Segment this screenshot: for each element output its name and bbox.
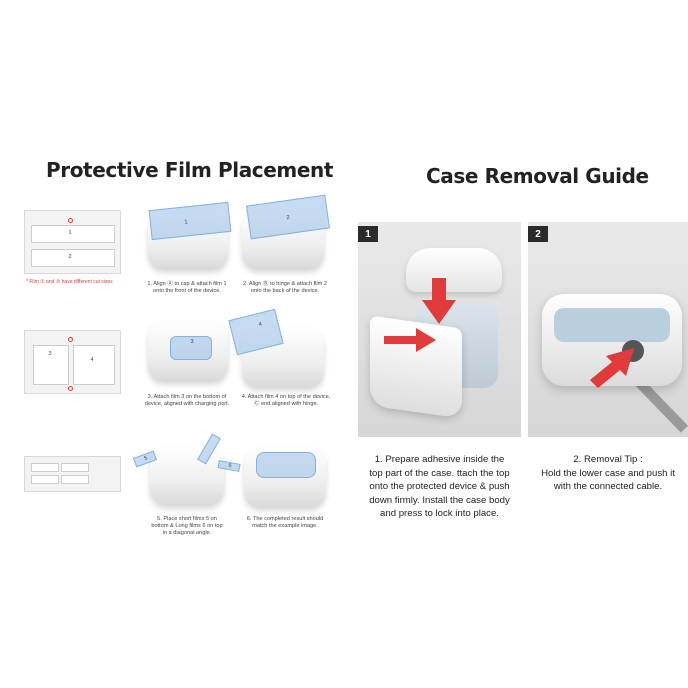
film-3: 3 [170,336,212,360]
removal-step-2-image: 2 [528,222,688,437]
description-line: top part of the case. ttach the top [369,467,510,479]
step-1-caption: 1. Align Ⓐ to cap & attach film 1 onto t… [141,281,233,295]
film-label: 1 [184,219,188,226]
film-applied [256,452,316,478]
film-slot-label: 2 [68,254,72,260]
film-label: 3 [190,339,194,345]
film-slot-2 [31,249,115,267]
caption-line: Ⓒ end aligned with hinge. [253,401,319,407]
film-band [554,308,670,342]
film-slot-label: 1 [68,230,72,236]
film-sheet-1: 1 2 [24,210,121,274]
arrow-right-icon [384,328,436,352]
removal-step-1-image: 1 [358,222,521,437]
description-line: Hold the lower case and push it [541,467,675,479]
film-sheet-3 [24,456,121,492]
caption-line: 3. Attach film 3 on the bottom of [147,394,227,400]
film-label: 6 [227,462,233,470]
step-6-caption: 6. The completed result should match the… [238,516,332,530]
arrow-down-icon [422,278,456,324]
marker-icon [68,337,73,342]
description-line: 1. Prepare adhesive inside the [374,454,505,465]
film-slot-5 [31,463,59,472]
arrow-up-right-icon [590,348,634,388]
marker-icon [68,386,73,391]
description-line: onto the protected device & push [369,481,510,492]
step-4-caption: 4. Attach film 4 on top of the device, Ⓒ… [234,394,338,408]
description-line: 2. Removal Tip : [573,454,643,465]
description-line: and press to lock into place. [380,508,499,519]
marker-icon [68,218,73,223]
film-placement-title: Protective Film Placement [46,158,334,182]
caption-line: 6. The completed result should [246,516,324,522]
caption-line: 2. Align Ⓑ to hinge & attach film 2 [243,281,327,287]
step-number-1: 1 [358,226,378,242]
caption-line: onto the back of the device. [250,288,320,294]
film-sheet-2: 3 4 [24,330,121,394]
step-3-caption: 3. Attach film 3 on the bottom of device… [136,394,238,408]
description-line: down firmly. Install the case body [369,494,510,506]
case-removal-title: Case Removal Guide [426,164,649,188]
film-slot-1 [31,225,115,243]
caption-line: 4. Attach film 4 on top of the device, [241,394,331,400]
film-label: 4 [258,321,263,329]
case-top [406,248,502,292]
step-2-caption: 2. Align Ⓑ to hinge & attach film 2 onto… [236,281,334,295]
caption-line: 5. Place short films 5 on [157,516,217,522]
device-image [150,448,224,506]
description-line: with the connected cable. [553,481,663,492]
film-slot-5 [61,463,89,472]
removal-step-2-description: 2. Removal Tip : Hold the lower case and… [528,453,688,494]
caption-line: in a diagonal angle. [162,530,212,536]
step-number-2: 2 [528,226,548,242]
caption-line: match the example image. [252,523,318,529]
caption-line: device, aligned with charging port. [144,401,230,407]
film-slot-6 [31,475,59,484]
film-slot-6 [61,475,89,484]
caption-line: 1. Align Ⓐ to cap & attach film 1 [147,281,227,287]
film-slot-4 [73,345,115,385]
film-slot-3 [33,345,69,385]
removal-step-1-description: 1. Prepare adhesive inside the top part … [358,453,521,521]
film-slot-label: 3 [48,351,52,357]
step-5-caption: 5. Place short films 5 on bottom & Long … [140,516,234,537]
caption-line: onto the front of the device. [153,288,221,294]
caption-line: bottom & Long films 6 on top [151,523,223,529]
film-label: 2 [286,214,291,222]
cut-size-note: * Film ① and ② have different cut sizes [26,279,113,285]
film-slot-label: 4 [90,357,94,363]
